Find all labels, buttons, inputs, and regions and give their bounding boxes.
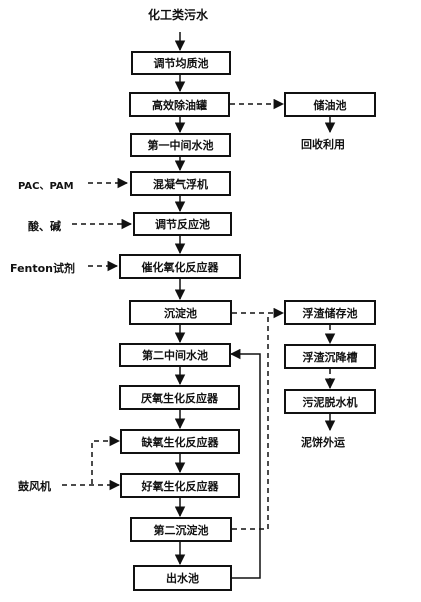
box-hunning-qifu: 混凝气浮机 (130, 171, 231, 196)
box-diyi-zhongjian: 第一中间水池 (130, 133, 231, 157)
box-haoyang: 好氧生化反应器 (120, 473, 240, 498)
box-tiaojie-junzhi: 调节均质池 (131, 51, 231, 75)
box-queyang: 缺氧生化反应器 (120, 429, 240, 454)
box-chendian: 沉淀池 (129, 300, 232, 325)
box-dier-zhongjian: 第二中间水池 (119, 343, 231, 367)
box-dier-chendian: 第二沉淀池 (130, 517, 232, 542)
box-tiaojie-fanying: 调节反应池 (133, 212, 232, 236)
box-yanyang: 厌氧生化反应器 (119, 385, 240, 410)
box-wuni-tuoshui: 污泥脱水机 (284, 389, 376, 414)
box-chuyou: 储油池 (284, 92, 376, 117)
box-gaoxiao-chuyou: 高效除油罐 (129, 92, 230, 117)
label-nibing-waiyun: 泥饼外运 (301, 436, 345, 449)
return-line (229, 348, 261, 579)
title: 化工类污水 (148, 8, 209, 22)
box-cuihua-yanghua: 催化氧化反应器 (119, 254, 241, 279)
box-chushui: 出水池 (133, 565, 232, 591)
label-suan-jian: 酸、碱 (28, 220, 61, 233)
dashed-dierchendian-to-fuzha (232, 316, 269, 530)
box-fuzha-chenjiang: 浮渣沉降槽 (284, 344, 376, 369)
label-fenton: Fenton试剂 (10, 262, 76, 275)
label-pac-pam: PAC、PAM (18, 181, 74, 192)
dashed-blower-to-queyang (91, 435, 121, 484)
box-fuzha-chucun: 浮渣储存池 (284, 300, 376, 325)
label-huishou-liyong: 回收利用 (301, 138, 345, 151)
label-gufeng-ji: 鼓风机 (18, 480, 51, 493)
